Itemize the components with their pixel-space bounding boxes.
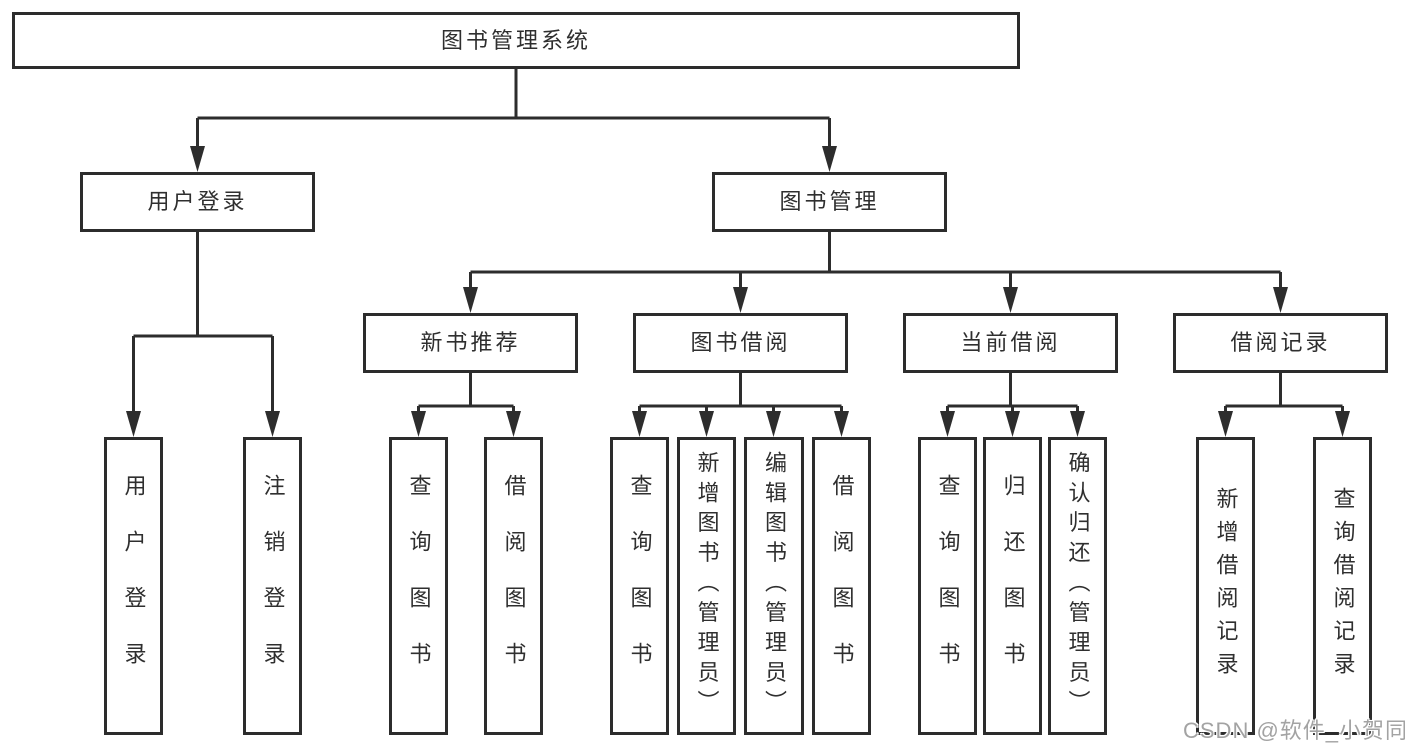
leaf-borrow-books-borrowing: 借阅图书 xyxy=(812,437,871,735)
node-current-borrowing: 当前借阅 xyxy=(903,313,1118,373)
leaf-label: 新增图书（管理员） xyxy=(694,451,720,721)
leaf-confirm-return-admin: 确认归还（管理员） xyxy=(1048,437,1107,735)
leaf-label: 借阅图书 xyxy=(501,473,527,699)
leaf-label: 借阅图书 xyxy=(829,473,855,699)
node-new-book-recommendation: 新书推荐 xyxy=(363,313,578,373)
node-borrowing-records: 借阅记录 xyxy=(1173,313,1388,373)
node-label: 新书推荐 xyxy=(420,330,521,355)
leaf-add-book-admin: 新增图书（管理员） xyxy=(677,437,736,735)
node-label: 图书管理系统 xyxy=(440,27,591,53)
leaf-edit-book-admin: 编辑图书（管理员） xyxy=(744,437,804,735)
node-library-management-system: 图书管理系统 xyxy=(12,12,1020,69)
leaf-label: 查询图书 xyxy=(406,473,432,699)
leaf-label: 归还图书 xyxy=(1000,473,1026,699)
leaf-query-books-recommend: 查询图书 xyxy=(389,437,448,735)
leaf-add-borrow-record: 新增借阅记录 xyxy=(1196,437,1255,735)
leaf-query-books-current: 查询图书 xyxy=(918,437,977,735)
leaf-label: 查询图书 xyxy=(627,473,653,699)
node-user-login: 用户登录 xyxy=(80,172,315,232)
leaf-label: 确认归还（管理员） xyxy=(1065,451,1091,721)
node-book-management: 图书管理 xyxy=(712,172,947,232)
leaf-label: 查询图书 xyxy=(935,473,961,699)
node-label: 借阅记录 xyxy=(1230,330,1331,355)
leaf-logout: 注销登录 xyxy=(243,437,302,735)
leaf-user-login: 用户登录 xyxy=(104,437,163,735)
watermark: CSDN @软件_小贺同学 xyxy=(1183,718,1405,743)
node-label: 图书借阅 xyxy=(690,330,791,355)
leaf-query-books-borrowing: 查询图书 xyxy=(610,437,669,735)
leaf-label: 用户登录 xyxy=(121,473,147,699)
leaf-label: 注销登录 xyxy=(260,473,286,699)
node-label: 当前借阅 xyxy=(960,330,1061,355)
node-label: 图书管理 xyxy=(779,189,880,214)
leaf-borrow-books-recommend: 借阅图书 xyxy=(484,437,543,735)
leaf-query-borrow-record: 查询借阅记录 xyxy=(1313,437,1372,735)
leaf-label: 新增借阅记录 xyxy=(1213,487,1239,685)
node-label: 用户登录 xyxy=(147,189,248,214)
leaf-return-books: 归还图书 xyxy=(983,437,1042,735)
node-book-borrowing: 图书借阅 xyxy=(633,313,848,373)
leaf-label: 编辑图书（管理员） xyxy=(762,451,787,721)
leaf-label: 查询借阅记录 xyxy=(1330,487,1356,685)
